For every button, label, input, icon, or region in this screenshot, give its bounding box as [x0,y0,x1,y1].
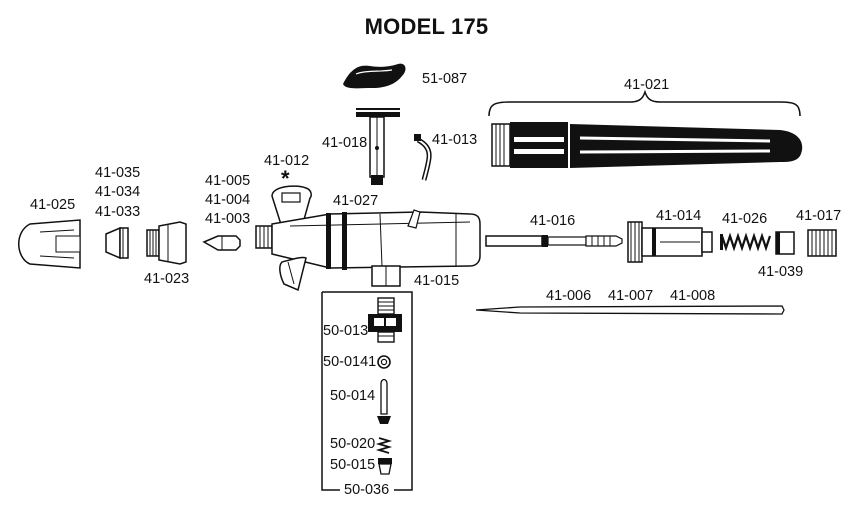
label-41-005: 41-005 [205,173,251,189]
label-41-026: 41-026 [722,211,768,227]
head-41-023 [146,221,187,265]
trigger-lever-41-018 [356,108,400,185]
asterisk-mark: * [281,166,290,191]
diagram-title: MODEL 175 [364,14,489,39]
label-41-013: 41-013 [432,132,478,148]
label-50-020: 50-020 [330,436,376,452]
label-41-017: 41-017 [796,208,842,224]
needle-41-006 [475,305,785,315]
label-41-004: 41-004 [205,192,251,208]
label-41-014: 41-014 [656,208,702,224]
valve-guide-50-015 [378,458,392,475]
label-41-018: 41-018 [322,135,368,151]
label-51-087: 51-087 [422,71,468,87]
label-41-003: 41-003 [205,211,251,227]
label-41-007: 41-007 [608,288,654,304]
rocker-guide-41-013 [414,134,432,181]
label-50-013: 50-013 [323,323,369,339]
valve-spring-50-020 [375,437,393,454]
label-50-015: 50-015 [330,457,376,473]
label-41-025: 41-025 [30,197,76,213]
tip-41-003 [202,235,241,251]
needle-guide-41-016 [485,235,623,247]
o-ring-50-0141 [377,355,391,369]
label-41-015: 41-015 [414,273,460,289]
label-41-035: 41-035 [95,165,141,181]
label-41-012: 41-012 [264,153,310,169]
label-41-016: 41-016 [530,213,576,229]
label-41-008: 41-008 [670,288,716,304]
label-41-006: 41-006 [546,288,592,304]
valve-housing-50-013 [368,297,402,343]
chucking-nut-41-014 [627,221,713,263]
spring-guide-41-039 [775,231,795,255]
air-cap-41-033 [105,226,129,260]
handle-41-021 [488,89,803,168]
label-50-036: 50-036 [344,482,390,498]
label-41-039: 41-039 [758,264,804,280]
label-41-021: 41-021 [624,77,670,93]
body-41-027 [255,185,481,292]
lever-button-51-087 [343,63,406,89]
label-50-014: 50-014 [330,388,376,404]
spring-41-026 [720,232,772,252]
label-41-034: 41-034 [95,184,141,200]
label-41-027: 41-027 [333,193,379,209]
label-50-0141: 50-0141 [323,354,377,370]
label-41-023: 41-023 [144,271,190,287]
valve-stem-50-014 [377,378,391,424]
valve-assembly-box-50-036 [321,291,413,491]
nozzle-cap-41-025 [18,219,81,269]
adjusting-screw-41-017 [807,229,837,257]
label-41-033: 41-033 [95,204,141,220]
